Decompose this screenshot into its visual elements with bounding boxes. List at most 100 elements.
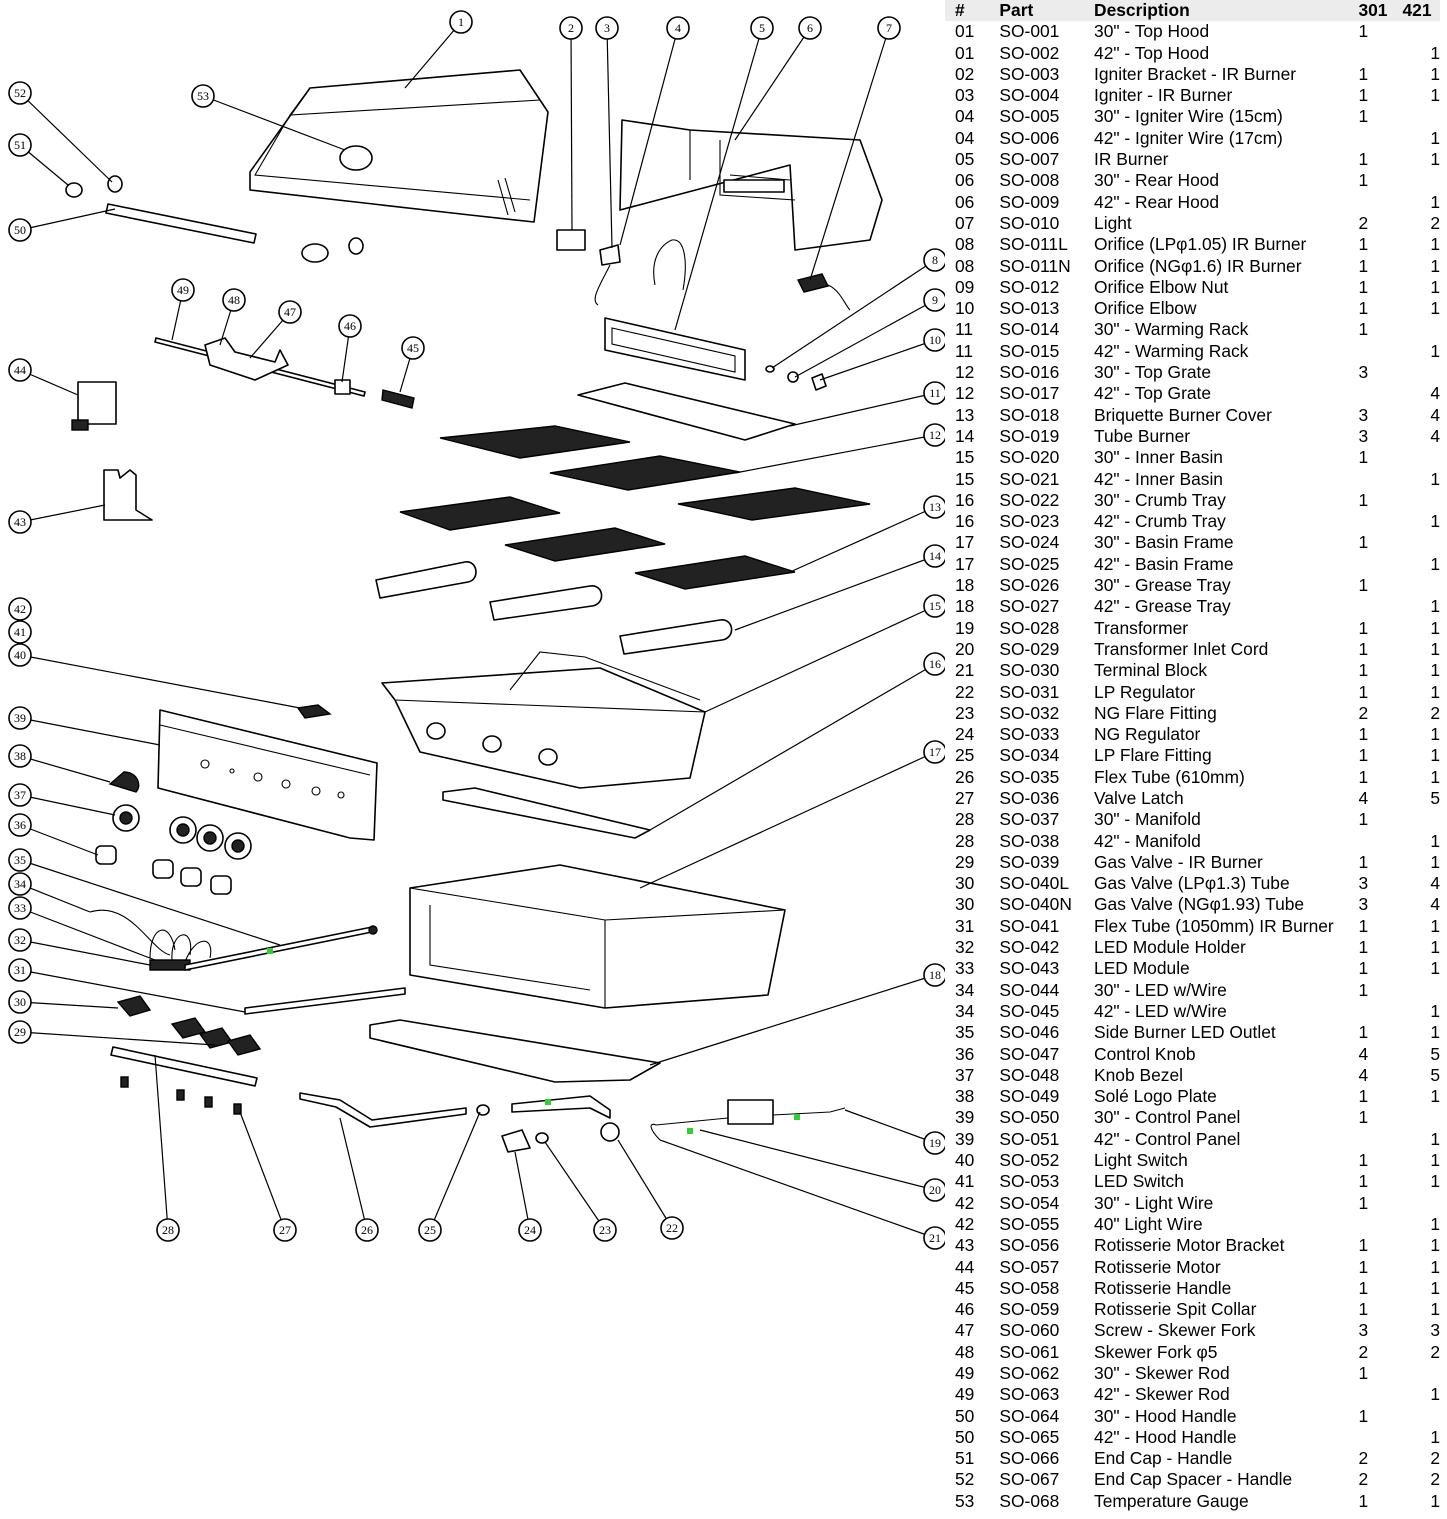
cell-description: 42" - Rear Hood [1094, 191, 1220, 212]
cell-description: 42" - Warming Rack [1094, 340, 1249, 361]
cell-number: 24 [955, 724, 975, 745]
cell-qty-301: 1 [1358, 1086, 1369, 1107]
cell-number: 04 [955, 106, 975, 127]
cell-description: 42" - Grease Tray [1094, 596, 1231, 617]
callout-number: 23 [599, 1223, 611, 1237]
cell-description: 30" - Top Grate [1094, 362, 1212, 383]
cell-qty-421 [1403, 447, 1440, 468]
cell-part: SO-040N [999, 894, 1072, 915]
callout-circle [8, 990, 32, 1014]
part-hood-handle [65, 175, 364, 263]
callout-number: 11 [929, 386, 941, 400]
cell-qty-301 [1358, 1384, 1402, 1405]
cell-part: SO-021 [999, 468, 1060, 489]
callout-26: 26 [355, 1218, 379, 1242]
cell-qty-301: 1 [1358, 1192, 1369, 1213]
callout-number: 42 [14, 602, 26, 616]
callout-number: 45 [407, 341, 419, 355]
cell-qty-301: 1 [1358, 1107, 1369, 1128]
cell-number: 08 [955, 255, 975, 276]
callout-46: 46 [338, 314, 362, 338]
cell-number: 43 [955, 1235, 975, 1256]
cell-part: SO-056 [999, 1235, 1060, 1256]
cell-qty-421: 2 [1430, 212, 1440, 233]
cell-description: 42" - Top Grate [1094, 383, 1212, 404]
cell-qty-421: 1 [1430, 617, 1440, 638]
callout-number: 37 [14, 788, 26, 802]
cell-qty-301: 1 [1358, 809, 1369, 830]
cell-description: 30" - Igniter Wire (15cm) [1094, 106, 1283, 127]
cell-number: 20 [955, 638, 975, 659]
cell-qty-421 [1403, 490, 1440, 511]
cell-part: SO-057 [999, 1256, 1060, 1277]
cell-qty-421: 1 [1430, 63, 1440, 84]
cell-qty-301: 4 [1358, 1043, 1369, 1064]
callout-13: 13 [923, 495, 945, 519]
callout-20: 20 [923, 1178, 945, 1202]
cell-number: 32 [955, 937, 975, 958]
callout-number: 39 [14, 711, 26, 725]
cell-number: 16 [955, 489, 975, 510]
cell-qty-301: 1 [1358, 766, 1369, 787]
cell-number: 11 [955, 340, 974, 361]
cell-qty-301: 1 [1358, 1022, 1369, 1043]
cell-description: NG Regulator [1094, 724, 1201, 745]
header-qty-301: 301 [1358, 0, 1388, 20]
callout-number: 7 [886, 21, 892, 35]
cell-part: SO-067 [999, 1469, 1060, 1490]
cell-qty-421: 1 [1430, 660, 1440, 681]
cell-qty-301: 1 [1358, 958, 1369, 979]
cell-qty-421: 3 [1430, 1320, 1440, 1341]
cell-part: SO-032 [999, 702, 1060, 723]
cell-part: SO-025 [999, 553, 1060, 574]
cell-qty-421: 1 [1430, 1299, 1440, 1320]
callout-23: 23 [593, 1218, 617, 1242]
cell-part: SO-016 [999, 362, 1060, 383]
cell-qty-301: 1 [1358, 234, 1369, 255]
callout-circle [8, 358, 32, 382]
cell-number: 47 [955, 1320, 975, 1341]
callout-17: 17 [923, 740, 945, 764]
cell-number: 26 [955, 766, 975, 787]
callout-28: 28 [156, 1218, 180, 1242]
callout-circle [191, 84, 215, 108]
cell-part: SO-006 [999, 127, 1060, 148]
cell-part: SO-049 [999, 1086, 1060, 1107]
callout-circle [278, 300, 302, 324]
callout-50: 50 [8, 218, 32, 242]
callout-circle [923, 963, 945, 987]
callout-21: 21 [923, 1226, 945, 1250]
cell-number: 52 [955, 1469, 975, 1490]
callout-7: 7 [877, 16, 901, 40]
cell-description: 30" - LED w/Wire [1094, 979, 1227, 1000]
cell-qty-421: 1 [1430, 830, 1440, 851]
cell-part: SO-048 [999, 1064, 1060, 1085]
callout-circle [666, 16, 690, 40]
callout-number: 6 [807, 21, 813, 35]
part-tube-burners [375, 561, 733, 655]
cell-qty-301: 1 [1358, 1490, 1369, 1511]
cell-description: Skewer Fork φ5 [1094, 1341, 1218, 1362]
cell-number: 37 [955, 1064, 975, 1085]
wire-connector-mark [545, 1099, 551, 1105]
cell-description: Gas Valve (NGφ1.93) Tube [1094, 894, 1305, 915]
cell-qty-421: 1 [1430, 745, 1440, 766]
cell-description: Orifice Elbow [1094, 298, 1197, 319]
cell-description: 30" - Hood Handle [1094, 1405, 1237, 1426]
cell-description: Orifice (LPφ1.05) IR Burner [1094, 234, 1307, 255]
cell-description: LED Module [1094, 958, 1190, 979]
callout-circle [222, 288, 246, 312]
cell-part: SO-044 [999, 979, 1060, 1000]
cell-number: 30 [955, 894, 975, 915]
cell-number: 08 [955, 234, 975, 255]
cell-qty-301: 1 [1358, 489, 1369, 510]
